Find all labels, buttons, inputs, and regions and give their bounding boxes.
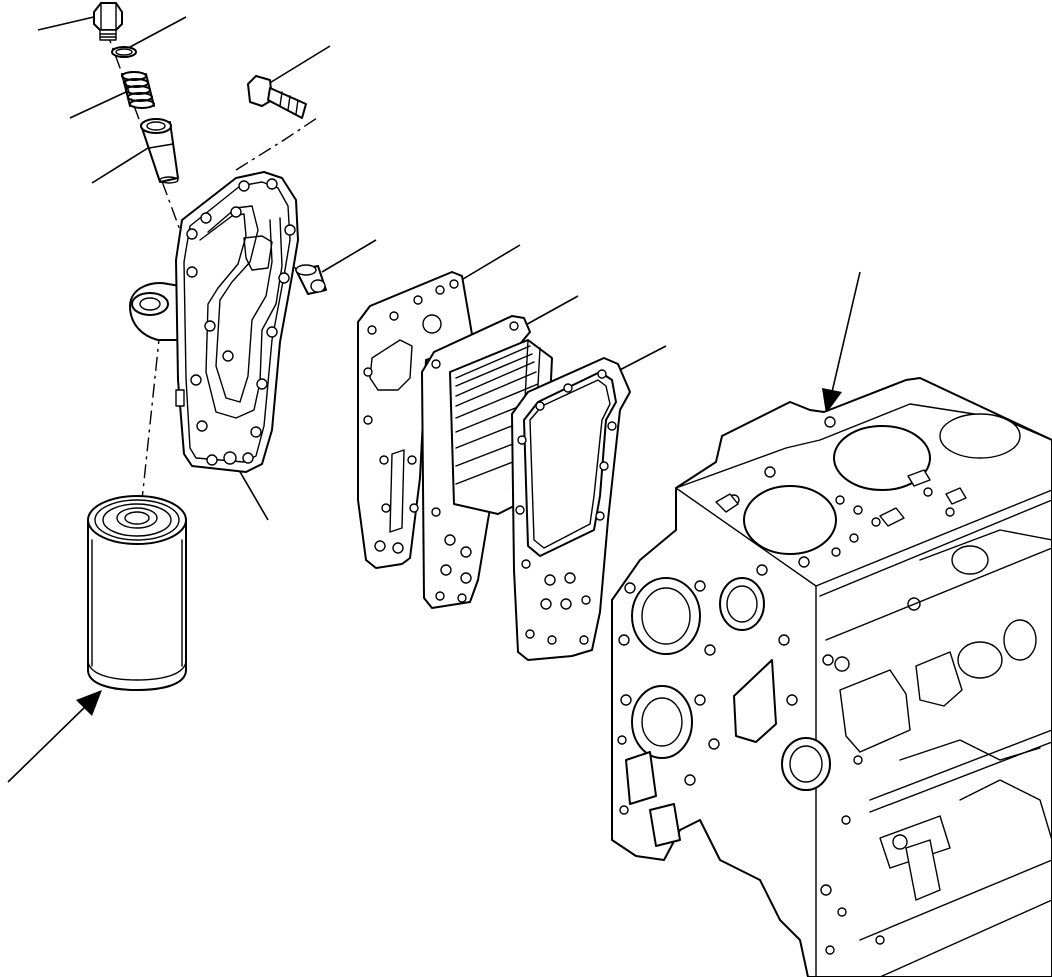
leader-line-cooler-core — [521, 295, 579, 328]
leader-line-small-plug — [321, 239, 377, 273]
leader-line-gasket-1 — [457, 244, 521, 283]
bolt-part — [247, 75, 307, 119]
cylinder-block-part — [611, 377, 1052, 977]
valve-part — [140, 118, 179, 184]
leader-line-bolt — [267, 45, 331, 85]
arrow-block — [822, 271, 861, 414]
small-plug-part — [295, 264, 327, 295]
o-ring-part — [111, 46, 137, 58]
leader-line-plug — [37, 15, 99, 31]
spring-part — [121, 71, 155, 109]
leader-line-spring — [69, 91, 127, 119]
leader-line-valve — [91, 147, 149, 184]
plug-part — [93, 2, 123, 41]
gasket-2-part — [511, 357, 631, 661]
leader-line-o-ring — [129, 16, 187, 48]
arrow-filter — [7, 690, 102, 783]
oil-filter-cartridge-part — [87, 495, 187, 691]
oil-cooler-cover-part — [129, 171, 299, 473]
